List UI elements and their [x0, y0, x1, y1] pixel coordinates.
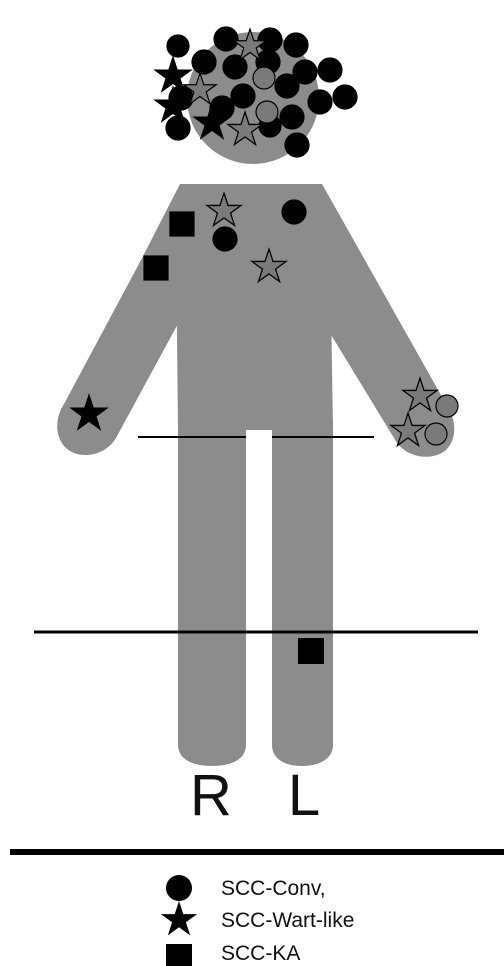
- scc-conv-marker: [166, 116, 190, 140]
- right-arm: [57, 184, 180, 455]
- legend-star-icon: [161, 901, 197, 935]
- left-arm: [322, 184, 454, 457]
- legend-square-icon: [166, 944, 192, 966]
- scc-conv-marker: [253, 67, 275, 89]
- scc-conv-marker: [425, 423, 447, 445]
- body-silhouette: [57, 32, 454, 766]
- left-side-label: L: [288, 763, 320, 828]
- scc-conv-marker: [333, 85, 357, 109]
- scc-conv-marker: [285, 133, 309, 157]
- legend-label-scc-ka: SCC-KA: [221, 942, 300, 965]
- scc-conv-marker: [214, 27, 238, 51]
- scc-conv-marker: [282, 200, 306, 224]
- scc-conv-marker: [280, 105, 304, 129]
- scc-conv-marker: [275, 74, 299, 98]
- scc-conv-marker: [436, 395, 458, 417]
- scc-ka-marker: [298, 638, 324, 664]
- left-leg: [272, 420, 333, 766]
- scc-conv-marker: [284, 33, 308, 57]
- scc-conv-marker: [192, 50, 216, 74]
- legend-label-scc-conv: SCC-Conv,: [221, 877, 326, 900]
- scc-conv-marker: [256, 101, 278, 123]
- legend-label-scc-wart-like: SCC-Wart-like: [221, 909, 354, 932]
- scc-conv-marker: [318, 58, 342, 82]
- scc-conv-marker: [167, 35, 189, 57]
- scc-ka-marker: [170, 212, 194, 236]
- scc-ka-marker: [144, 256, 168, 280]
- reference-lines: [10, 437, 504, 852]
- legend: SCC-Conv, SCC-Wart-like SCC-KA: [161, 875, 354, 966]
- torso: [176, 184, 333, 430]
- scc-conv-marker: [223, 55, 247, 79]
- right-leg: [178, 420, 246, 766]
- right-side-label: R: [190, 763, 232, 828]
- scc-conv-marker: [213, 227, 237, 251]
- legend-circle-icon: [166, 875, 192, 901]
- scc-conv-marker: [231, 84, 255, 108]
- scc-conv-marker: [308, 90, 332, 114]
- leg-lesions: [298, 638, 324, 664]
- scc-conv-marker: [258, 28, 282, 52]
